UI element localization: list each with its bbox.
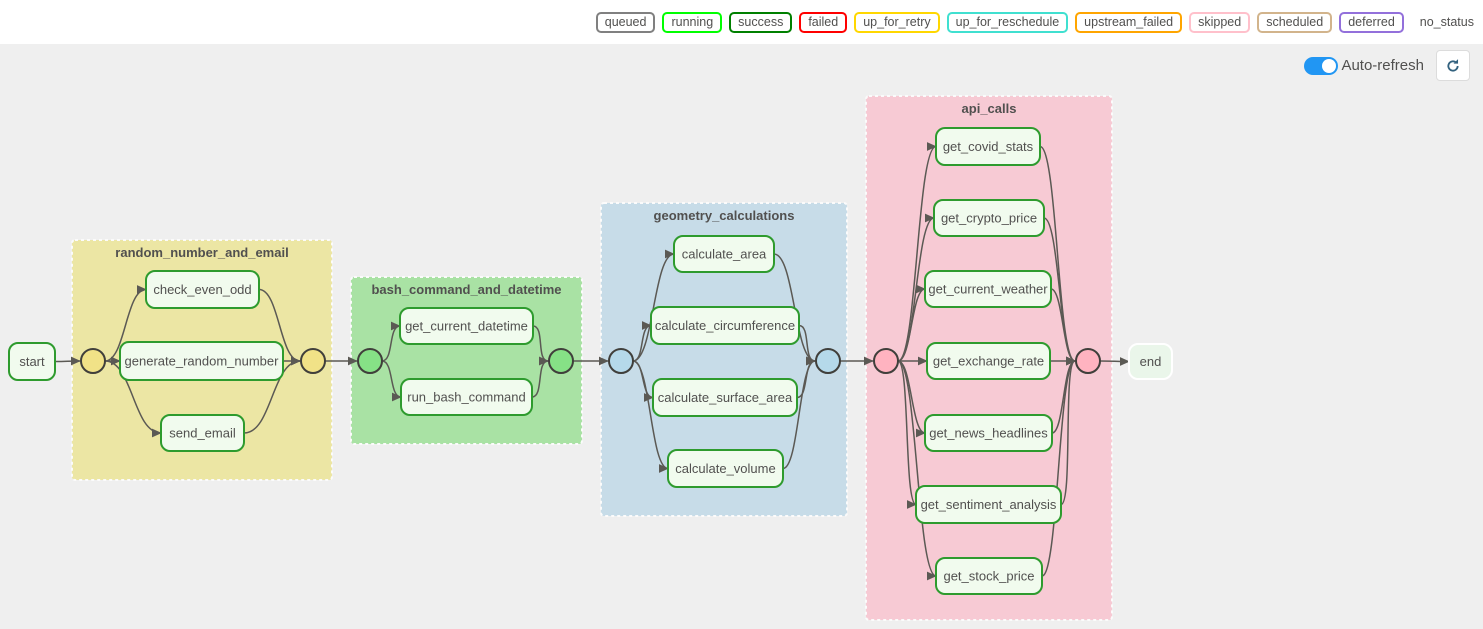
edge-calculate_volume-to-gc_out (782, 356, 816, 470)
edge-rn_in-to-send_email (104, 360, 162, 438)
task-node-get_stock_price[interactable] (935, 557, 1043, 595)
task-node-start[interactable] (8, 342, 56, 381)
dag-graph: random_number_and_emailbash_command_and_… (8, 95, 1173, 621)
join-circle-gc_out[interactable] (815, 348, 841, 374)
edge-bc_in-to-get_current_datetime (381, 321, 401, 362)
task-node-calculate_volume[interactable] (667, 449, 784, 488)
edge-api_out-to-end (1099, 357, 1130, 366)
legend-badge-up_for_retry: up_for_retry (854, 11, 940, 33)
legend-badge-upstream_failed: upstream_failed (1075, 11, 1183, 33)
task-node-get_crypto_price[interactable] (933, 199, 1045, 237)
auto-refresh-label: Auto-refresh (1341, 57, 1424, 74)
task-node-get_exchange_rate[interactable] (926, 342, 1051, 380)
edge-api_in-to-get_covid_stats (897, 142, 937, 362)
task-node-generate_random_number[interactable] (119, 341, 284, 381)
task-node-end[interactable] (1128, 343, 1173, 380)
task-node-get_current_weather[interactable] (924, 270, 1052, 308)
legend-badge-skipped: skipped (1189, 11, 1251, 33)
task-node-calculate_surface_area[interactable] (652, 378, 798, 417)
status-legend: queued running success failed up_for_retry up… (0, 0, 1483, 44)
task-node-check_even_odd[interactable] (145, 270, 260, 309)
task-node-calculate_area[interactable] (673, 235, 775, 273)
join-circle-gc_in[interactable] (608, 348, 634, 374)
legend-badge-queued: queued (595, 11, 656, 33)
legend-badge-running: running (662, 11, 723, 33)
edge-api_in-to-get_stock_price (897, 360, 937, 581)
legend-badge-no_status: no_status (1410, 11, 1478, 33)
join-circle-api_out[interactable] (1075, 348, 1101, 374)
join-circle-bc_in[interactable] (357, 348, 383, 374)
task-node-get_covid_stats[interactable] (935, 127, 1041, 166)
task-node-get_news_headlines[interactable] (924, 414, 1053, 452)
join-circle-rn_out[interactable] (300, 348, 326, 374)
task-node-run_bash_command[interactable] (400, 378, 533, 416)
edge-get_sentiment_analysis-to-api_out (1060, 356, 1076, 506)
legend-badge-deferred: deferred (1339, 11, 1404, 33)
edge-api_in-to-get_sentiment_analysis (897, 360, 917, 509)
edge-api_in-to-get_current_weather (897, 284, 926, 362)
task-node-calculate_circumference[interactable] (650, 306, 800, 345)
task-node-get_sentiment_analysis[interactable] (915, 485, 1062, 524)
refresh-button[interactable] (1436, 50, 1470, 81)
graph-controls: Auto-refresh (1304, 50, 1470, 81)
join-circle-rn_in[interactable] (80, 348, 106, 374)
task-node-send_email[interactable] (160, 414, 245, 452)
legend-badge-scheduled: scheduled (1257, 11, 1333, 33)
edge-start-to-rn_in (54, 356, 81, 366)
edge-run_bash_command-to-bc_out (531, 356, 549, 398)
legend-badge-up_for_reschedule: up_for_reschedule (946, 11, 1069, 33)
refresh-icon (1447, 58, 1459, 72)
legend-badge-failed: failed (799, 11, 848, 33)
task-node-get_current_datetime[interactable] (399, 307, 534, 345)
auto-refresh-toggle[interactable] (1304, 56, 1339, 75)
join-circle-bc_out[interactable] (548, 348, 574, 374)
edge-gc_in-to-calculate_volume (632, 360, 669, 473)
edge-bc_in-to-run_bash_command (381, 360, 402, 402)
edge-get_stock_price-to-api_out (1041, 356, 1076, 577)
edge-gc_in-to-calculate_circumference (632, 321, 652, 362)
legend-badge-success: success (729, 11, 793, 33)
edge-send_email-to-rn_out (243, 356, 301, 434)
join-circle-api_in[interactable] (873, 348, 899, 374)
toggle-knob (1322, 58, 1337, 73)
